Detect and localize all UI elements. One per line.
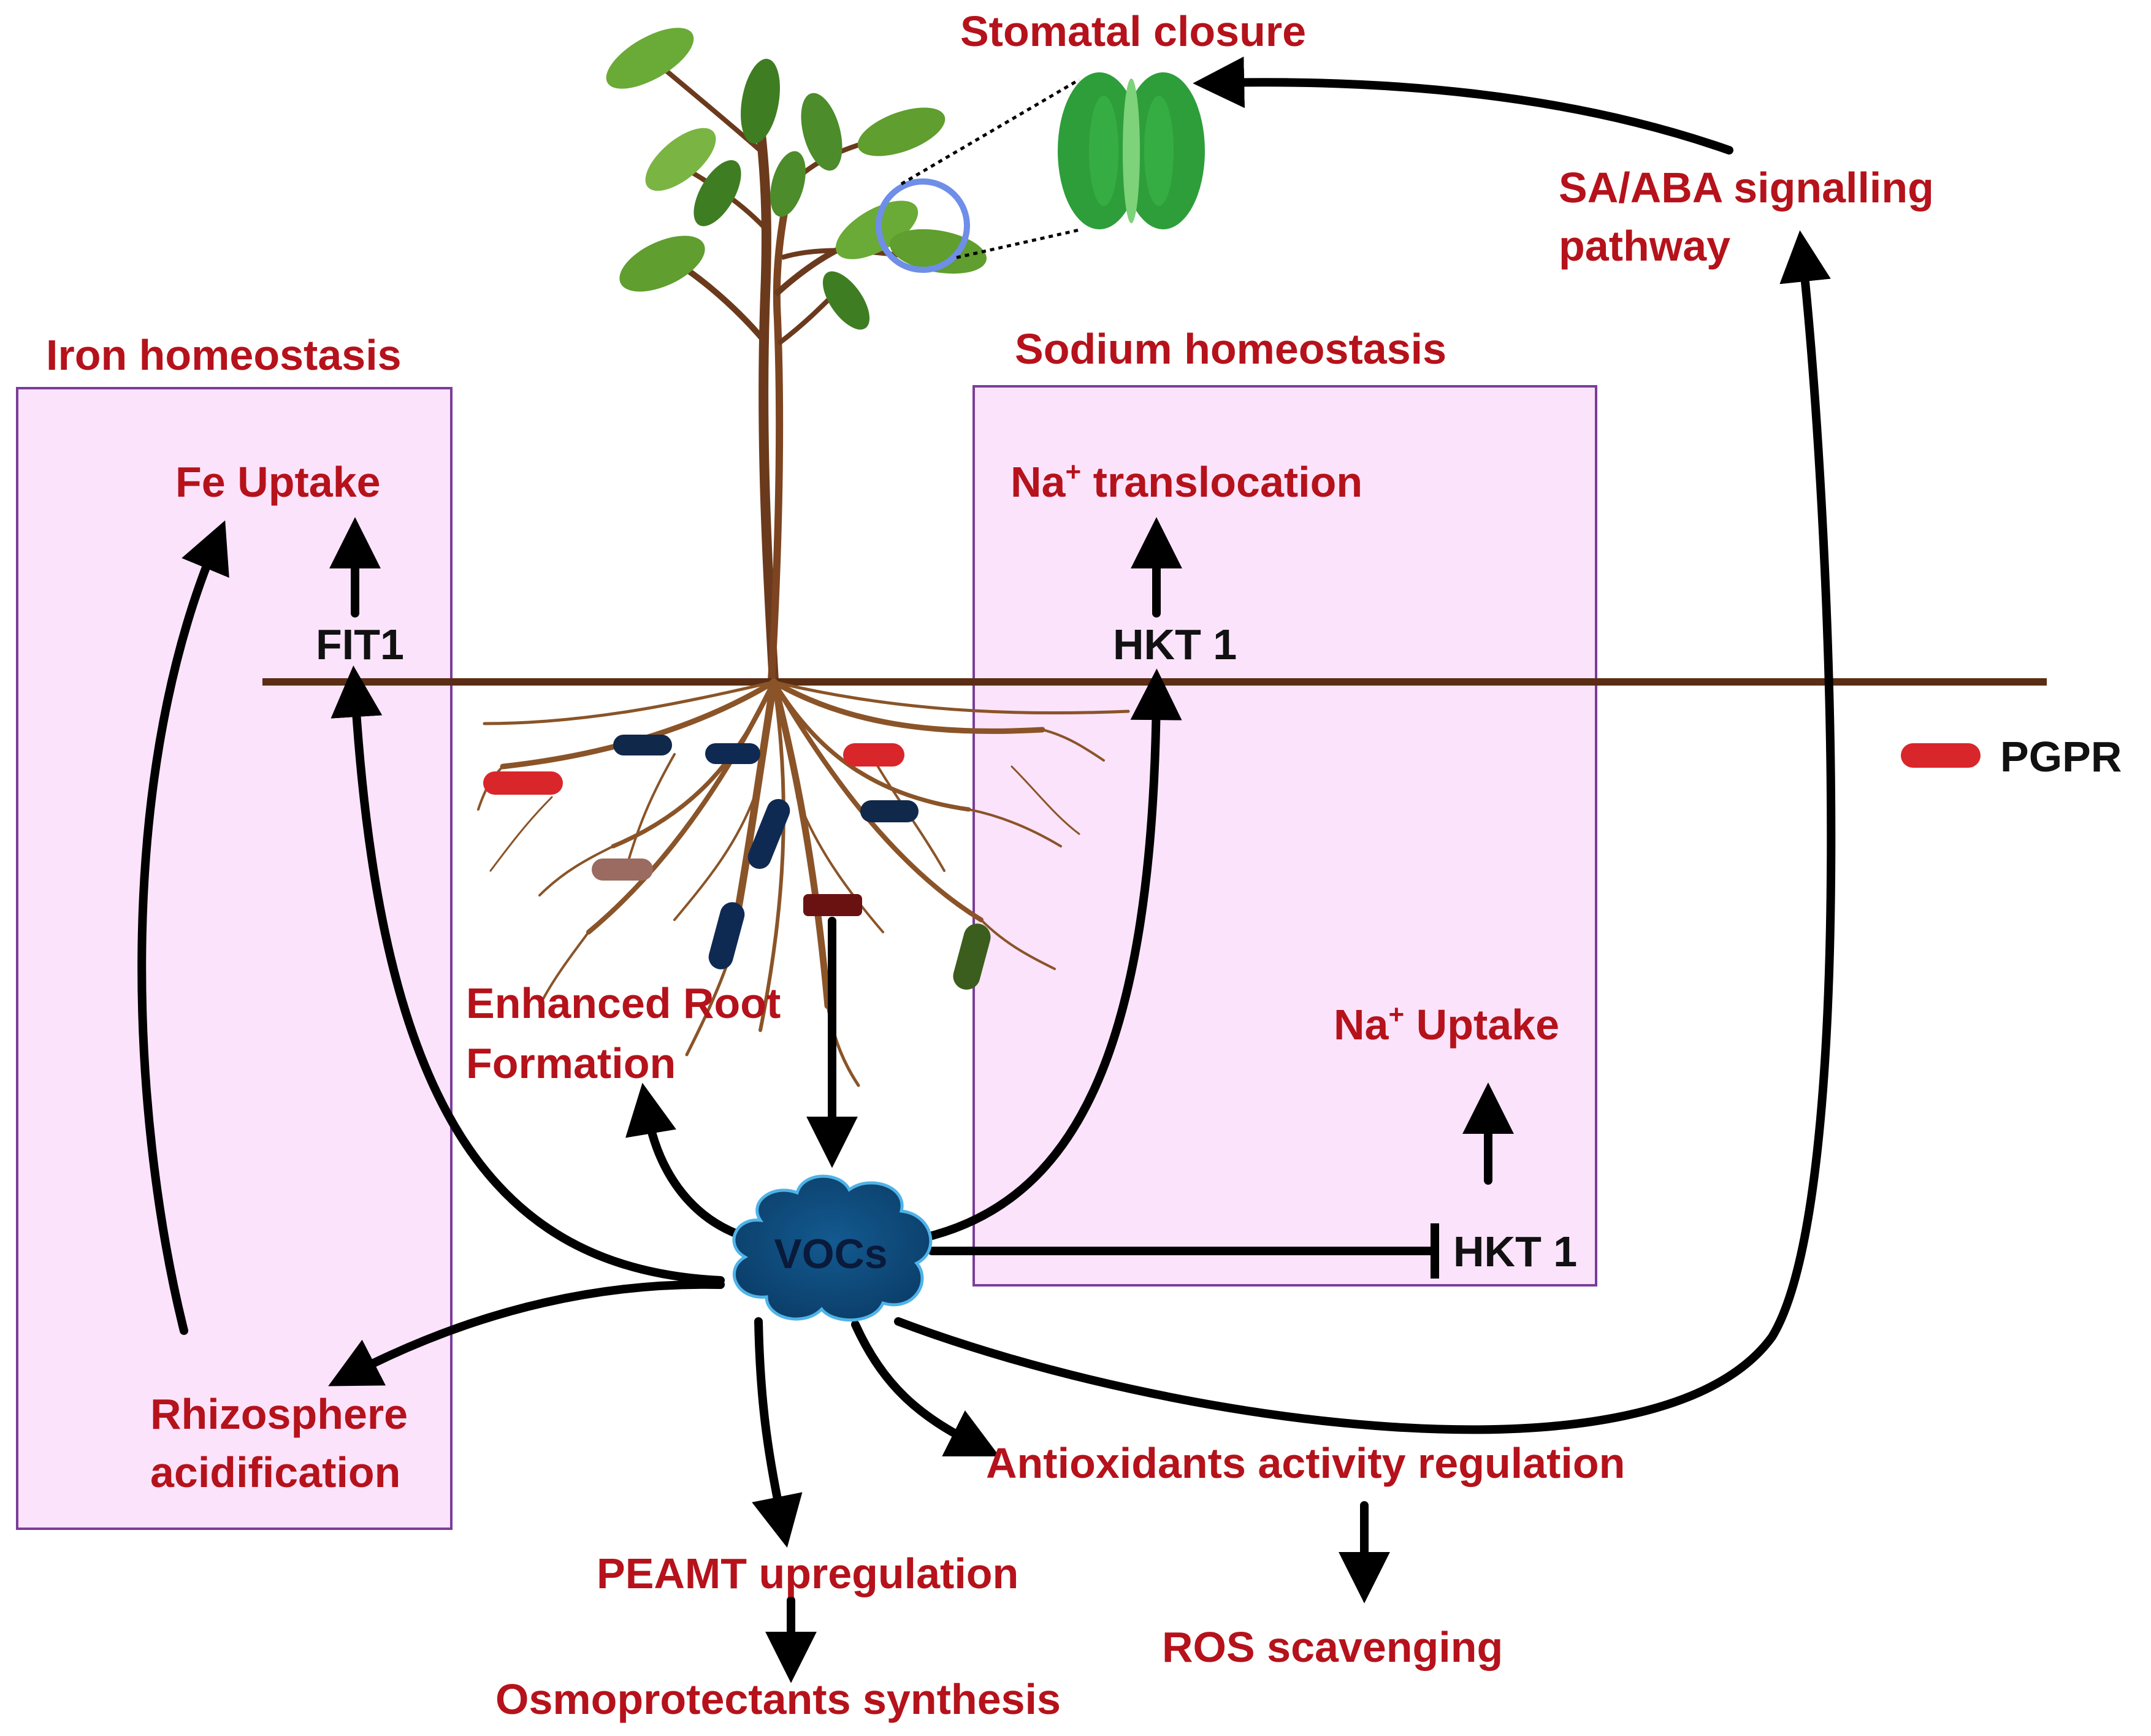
antioxidants-label: Antioxidants activity regulation <box>986 1439 1625 1487</box>
rhizosphere-label-line2: acidification <box>150 1448 400 1496</box>
magnifier-icon <box>876 178 970 273</box>
arrow-vocs-to-fit1 <box>330 665 725 1285</box>
bacteria-icon <box>483 735 991 990</box>
osmoprotectants-label: Osmoprotectants synthesis <box>495 1675 1061 1723</box>
pgpr-legend-label: PGPR <box>2000 733 2122 781</box>
arrow-vocs-to-antioxidants <box>851 1320 1000 1457</box>
arrow-sa-aba-to-stomata <box>1193 56 1733 155</box>
ros-label: ROS scavenging <box>1162 1623 1503 1671</box>
arrow-vocs-to-hkt1-top <box>928 668 1182 1240</box>
fe-uptake-label: Fe Uptake <box>175 458 381 506</box>
fit1-label: FIT1 <box>316 621 404 668</box>
arrows <box>137 56 1836 1683</box>
sa-aba-label-line1: SA/ABA signalling <box>1559 164 1934 212</box>
na-translocation-label: Na+ translocation <box>1011 457 1362 506</box>
enhanced-root-label-line2: Formation <box>466 1039 676 1087</box>
voc-cloud-icon <box>732 1174 933 1322</box>
na-uptake-label: Na+ Uptake <box>1334 1000 1559 1049</box>
arrow-vocs-to-sa-aba <box>894 230 1836 1434</box>
sodium-homeostasis-title: Sodium homeostasis <box>1015 325 1446 373</box>
sodium-homeostasis-box <box>972 385 1597 1287</box>
peamt-label: PEAMT upregulation <box>597 1550 1018 1597</box>
stomata-icon <box>1058 72 1205 229</box>
pgpr-legend-swatch <box>1901 743 1981 768</box>
plant-icon <box>606 28 987 681</box>
iron-homeostasis-box <box>16 387 453 1530</box>
stomatal-closure-label: Stomatal closure <box>960 7 1306 55</box>
hkt1-top-label: HKT 1 <box>1113 621 1237 668</box>
hkt1-bottom-label: HKT 1 <box>1453 1228 1577 1275</box>
iron-homeostasis-title: Iron homeostasis <box>46 331 402 379</box>
legend: PGPR <box>1901 733 2122 781</box>
rhizosphere-label-line1: Rhizosphere <box>150 1390 408 1438</box>
vocs-label: VOCs <box>774 1231 887 1277</box>
arrow-vocs-to-root-formation <box>625 1082 755 1243</box>
arrow-vocs-to-rhizosphere <box>328 1280 725 1386</box>
arrow-vocs-to-peamt <box>752 1317 803 1548</box>
enhanced-root-label-line1: Enhanced Root <box>466 979 781 1027</box>
arrow-rhizosphere-to-fe-uptake <box>137 520 229 1335</box>
sa-aba-label-line2: pathway <box>1559 222 1730 270</box>
